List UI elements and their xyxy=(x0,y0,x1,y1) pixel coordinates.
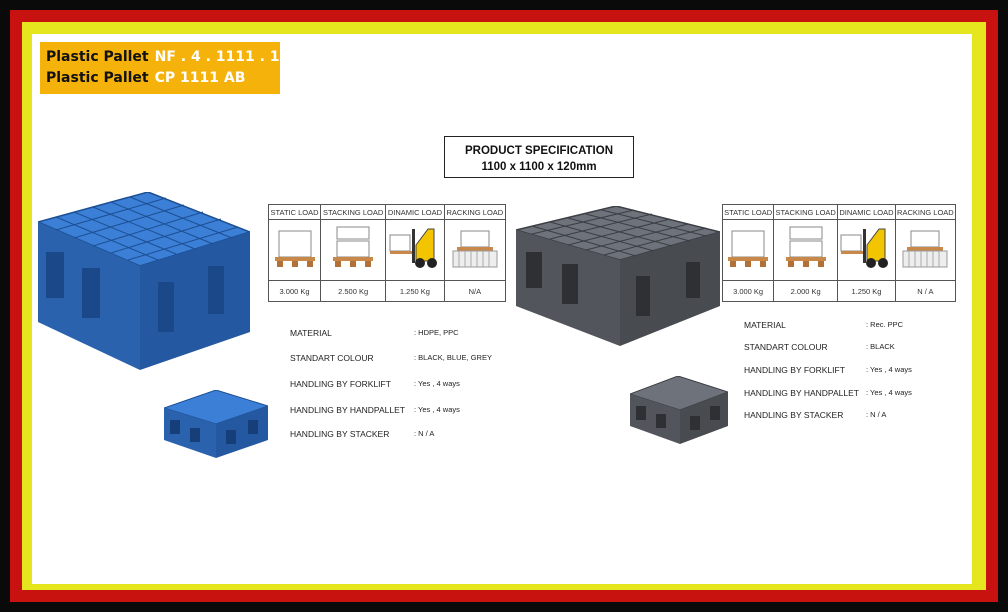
load-header-dinamic: DINAMIC LOAD xyxy=(837,204,896,220)
forklift-icon xyxy=(837,219,896,281)
load-value-racking: N/A xyxy=(443,280,507,302)
stacking-load-icon xyxy=(773,219,839,281)
load-header-stacking: STACKING LOAD xyxy=(320,204,387,220)
spec-label: HANDLING BY STACKER xyxy=(744,410,844,420)
load-header-racking: RACKING LOAD xyxy=(443,204,507,220)
spec-value: : Yes , 4 ways xyxy=(866,388,912,397)
title-code-2: CP 1111 AB xyxy=(154,70,246,86)
load-value-stacking: 2.000 Kg xyxy=(773,280,839,302)
spec-value: : N / A xyxy=(866,410,887,419)
spec-value: : Rec. PPC xyxy=(866,320,904,329)
racking-load-icon xyxy=(443,219,507,281)
load-header-static: STATIC LOAD xyxy=(267,204,322,220)
spec-label: STANDART COLOUR xyxy=(744,342,828,352)
static-load-icon xyxy=(721,219,775,281)
title-box: Plastic Pallet NF . 4 . 1111 . 12 Plastic… xyxy=(40,42,289,94)
spec-header-title: PRODUCT SPECIFICATION xyxy=(464,145,613,157)
load-table-left: STATIC LOAD STACKING LOAD DINAMIC LOAD R… xyxy=(267,204,507,302)
spec-value: : Yes , 4 ways xyxy=(414,405,460,414)
product-specification-header: PRODUCT SPECIFICATION 1100 x 1100 x 120m… xyxy=(444,136,634,178)
title-line-1: Plastic Pallet NF . 4 . 1111 . 12 xyxy=(46,49,289,65)
pallet-image-blue xyxy=(38,192,250,370)
spec-label: HANDLING BY STACKER xyxy=(290,429,390,439)
racking-load-icon xyxy=(894,219,957,281)
stacking-load-icon xyxy=(320,219,387,281)
spec-value: : BLACK, BLUE, GREY xyxy=(414,353,492,362)
load-table-right: STATIC LOAD STACKING LOAD DINAMIC LOAD R… xyxy=(721,204,957,302)
spec-value: : BLACK xyxy=(866,342,895,351)
title-code-1: NF . 4 . 1111 . 12 xyxy=(154,49,290,65)
spec-label: HANDLING BY FORKLIFT xyxy=(744,365,845,375)
spec-label: HANDLING BY FORKLIFT xyxy=(290,379,391,389)
load-header-stacking: STACKING LOAD xyxy=(773,204,839,220)
spec-label: MATERIAL xyxy=(744,320,786,330)
load-header-racking: RACKING LOAD xyxy=(894,204,957,220)
pallet-image-blue-small xyxy=(164,390,268,458)
pallet-image-black xyxy=(516,206,720,346)
forklift-icon xyxy=(385,219,445,281)
load-value-dinamic: 1.250 Kg xyxy=(837,280,896,302)
spec-value: : N / A xyxy=(414,429,435,438)
spec-value: : Yes , 4 ways xyxy=(866,365,912,374)
static-load-icon xyxy=(267,219,322,281)
title-label-2: Plastic Pallet xyxy=(46,70,149,86)
title-line-2: Plastic Pallet CP 1111 AB xyxy=(46,70,245,86)
load-value-static: 3.000 Kg xyxy=(721,280,775,302)
load-value-stacking: 2.500 Kg xyxy=(320,280,387,302)
spec-header-size: 1100 x 1100 x 120mm xyxy=(481,161,597,173)
spec-label: HANDLING BY HANDPALLET xyxy=(744,388,859,398)
spec-value: : Yes , 4 ways xyxy=(414,379,460,388)
load-value-static: 3.000 Kg xyxy=(267,280,322,302)
load-value-dinamic: 1.250 Kg xyxy=(385,280,445,302)
load-header-static: STATIC LOAD xyxy=(721,204,775,220)
spec-label: HANDLING BY HANDPALLET xyxy=(290,405,405,415)
load-value-racking: N / A xyxy=(894,280,957,302)
document-canvas: Plastic Pallet NF . 4 . 1111 . 12 Plastic… xyxy=(32,34,972,584)
spec-label: MATERIAL xyxy=(290,328,332,338)
pallet-image-black-small xyxy=(630,376,728,444)
spec-label: STANDART COLOUR xyxy=(290,353,374,363)
spec-value: : HDPE, PPC xyxy=(414,328,459,337)
title-label-1: Plastic Pallet xyxy=(46,49,149,65)
load-header-dinamic: DINAMIC LOAD xyxy=(385,204,445,220)
